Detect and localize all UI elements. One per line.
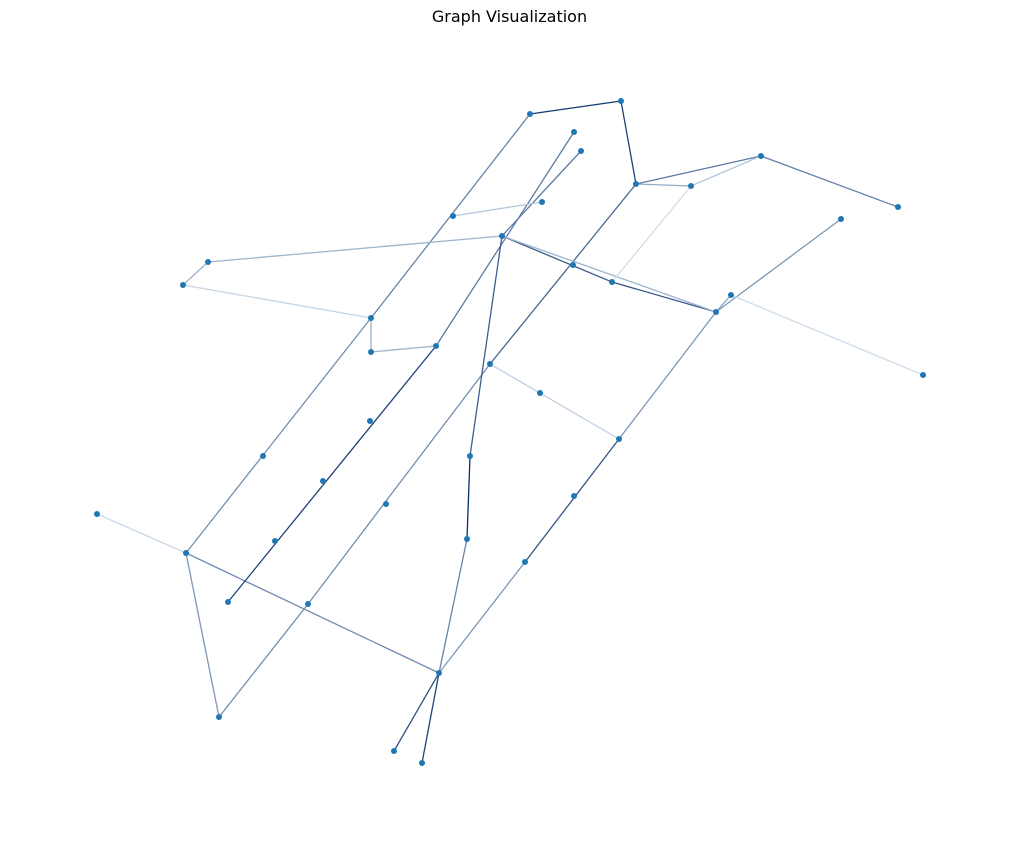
graph-edge [501,235,717,313]
graph-node [499,233,505,239]
graph-node [527,111,533,117]
graph-edge [611,281,717,313]
graph-node [571,129,577,135]
graph-node [609,279,615,285]
graph-node [305,601,311,607]
graph-node [838,216,844,222]
graph-node [433,343,439,349]
graph-edge [185,552,220,718]
graph-node [367,418,373,424]
graph-node [450,213,456,219]
graph-node [183,550,189,556]
graph-edge [524,438,620,563]
graph-edge [529,100,622,115]
graph-edge [469,235,503,457]
graph-node [758,153,764,159]
graph-node [216,714,222,720]
graph-edge [690,155,762,187]
graph-node [616,436,622,442]
graph-edge [185,317,372,554]
graph-edge [715,294,732,313]
graph-edge [370,345,437,353]
graph-node [728,292,734,298]
graph-edge [620,100,637,185]
graph-node [578,148,584,154]
graph-edge [207,235,503,263]
graph-edge [421,672,440,764]
graph-edge [730,294,924,376]
graph-node [419,760,425,766]
graph-node [537,390,543,396]
graph-edge [435,131,575,347]
graph-node [368,315,374,321]
graph-node [539,199,545,205]
graph-node [180,282,186,288]
graph-edge [489,183,637,365]
graph-edge [185,552,440,674]
graph-edge [501,150,582,237]
graph-node [225,599,231,605]
graph-node [464,536,470,542]
graph-node [383,501,389,507]
graph-edge [452,201,543,217]
graph-edge [96,513,187,554]
graph-node [688,183,694,189]
graph-edge [438,538,468,674]
graph-node [467,453,473,459]
graph-node [571,493,577,499]
graph-edge [501,235,613,283]
graph-node [633,181,639,187]
graph-edge [182,261,209,286]
graph-node [320,478,326,484]
graph-node [713,309,719,315]
nodes-layer [94,98,926,766]
graph-node [272,538,278,544]
graph-edge [635,183,692,187]
graph-edge [760,155,899,208]
graph-node [260,453,266,459]
graph-node [618,98,624,104]
graph-node [391,748,397,754]
graph-node [436,670,442,676]
graph-edge [611,185,692,283]
graph-edge [438,561,526,674]
graph-node [94,511,100,517]
graph-title: Graph Visualization [431,7,588,26]
graph-edge [715,218,842,313]
graph-node [522,559,528,565]
graph-edge [466,455,471,540]
graph-node [487,361,493,367]
graph-edge [218,603,309,718]
graph-edge [618,311,717,440]
graph-edge [227,345,437,603]
graph-node [205,259,211,265]
graph-node [570,262,576,268]
graph-edge [182,284,372,319]
graph-node [920,372,926,378]
graph-edge [393,672,440,752]
graph-node [368,349,374,355]
edges-layer [96,100,924,764]
graph-edge [489,363,620,440]
graph-edge [307,363,491,605]
graph-edge [635,155,762,185]
graph-node [895,204,901,210]
